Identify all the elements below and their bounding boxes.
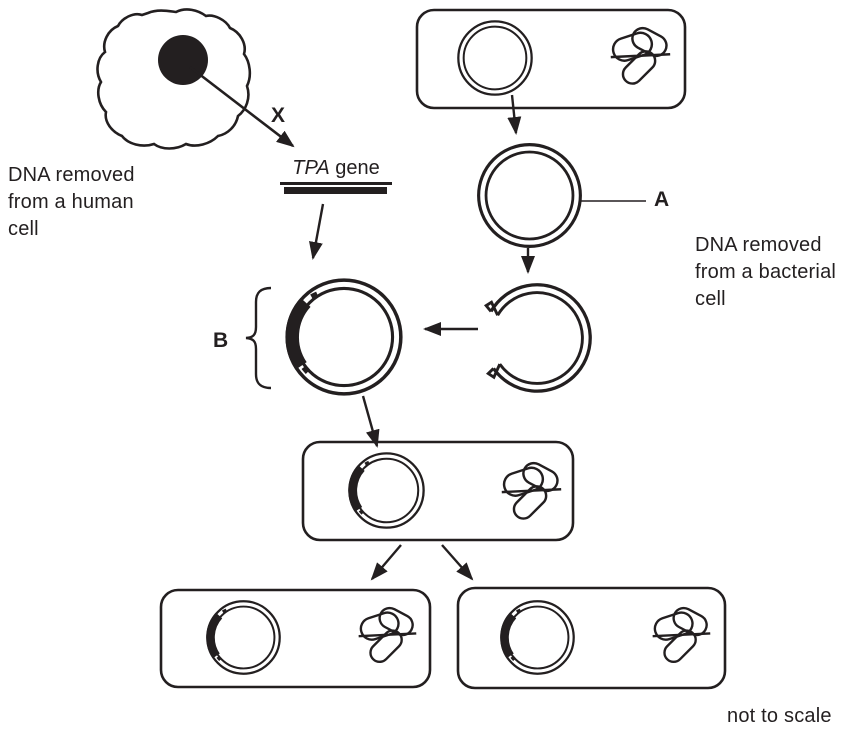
nucleus (158, 35, 208, 85)
bacterial-cell-host (301, 440, 575, 542)
bacterial-cell-daughter-right (456, 586, 727, 690)
arrow-x (189, 65, 295, 148)
chromosome-daughter-right (650, 606, 712, 667)
daughter-right-membrane (456, 586, 727, 690)
x-label: X (271, 104, 286, 127)
cut-plasmid (484, 283, 592, 393)
bacterial-cell-parent-membrane (415, 8, 687, 110)
daughter-left-membrane (159, 588, 432, 689)
plasmid-in-parent-cell (457, 20, 533, 96)
arrow-b-to-host (361, 395, 380, 448)
arrow-host-to-left-daughter (370, 544, 402, 581)
recombinant-plasmid-daughter-left (207, 601, 279, 673)
tpa-gene-label: TPA gene (280, 156, 392, 180)
arrow-parent-to-a (507, 94, 522, 135)
tpa-gene-label-rest: gene (329, 157, 380, 179)
bacterial-cell-daughter-left (159, 588, 432, 689)
chromosome-host (499, 461, 563, 524)
bacterial-cell-caption: DNA removed from a bacterial cell (695, 234, 837, 310)
chromosome-daughter-left (356, 606, 418, 667)
human-cell (96, 8, 252, 150)
recombinant-plasmid-daughter-right (501, 601, 573, 673)
b-brace (245, 286, 272, 390)
arrow-host-to-right-daughter (441, 544, 474, 581)
recombinant-plasmid-in-host (349, 453, 423, 527)
bacterial-cell-parent (415, 8, 687, 110)
plasmid-a (477, 143, 582, 248)
recombinant-plasmid-b (287, 280, 401, 394)
human-cell-membrane (96, 8, 252, 150)
arrow-tpa-to-plasmid (309, 203, 325, 260)
scale-note: not to scale (727, 705, 832, 727)
b-label: B (213, 329, 229, 352)
human-cell-caption: DNA removed from a human cell (8, 164, 135, 240)
tpa-gene-bar (284, 187, 387, 194)
chromosome-parent (608, 26, 672, 89)
bacterial-cell-host-membrane (301, 440, 575, 542)
tpa-label-underline (280, 182, 392, 185)
a-label: A (654, 188, 670, 211)
tpa-gene-label-italic: TPA (292, 157, 330, 179)
